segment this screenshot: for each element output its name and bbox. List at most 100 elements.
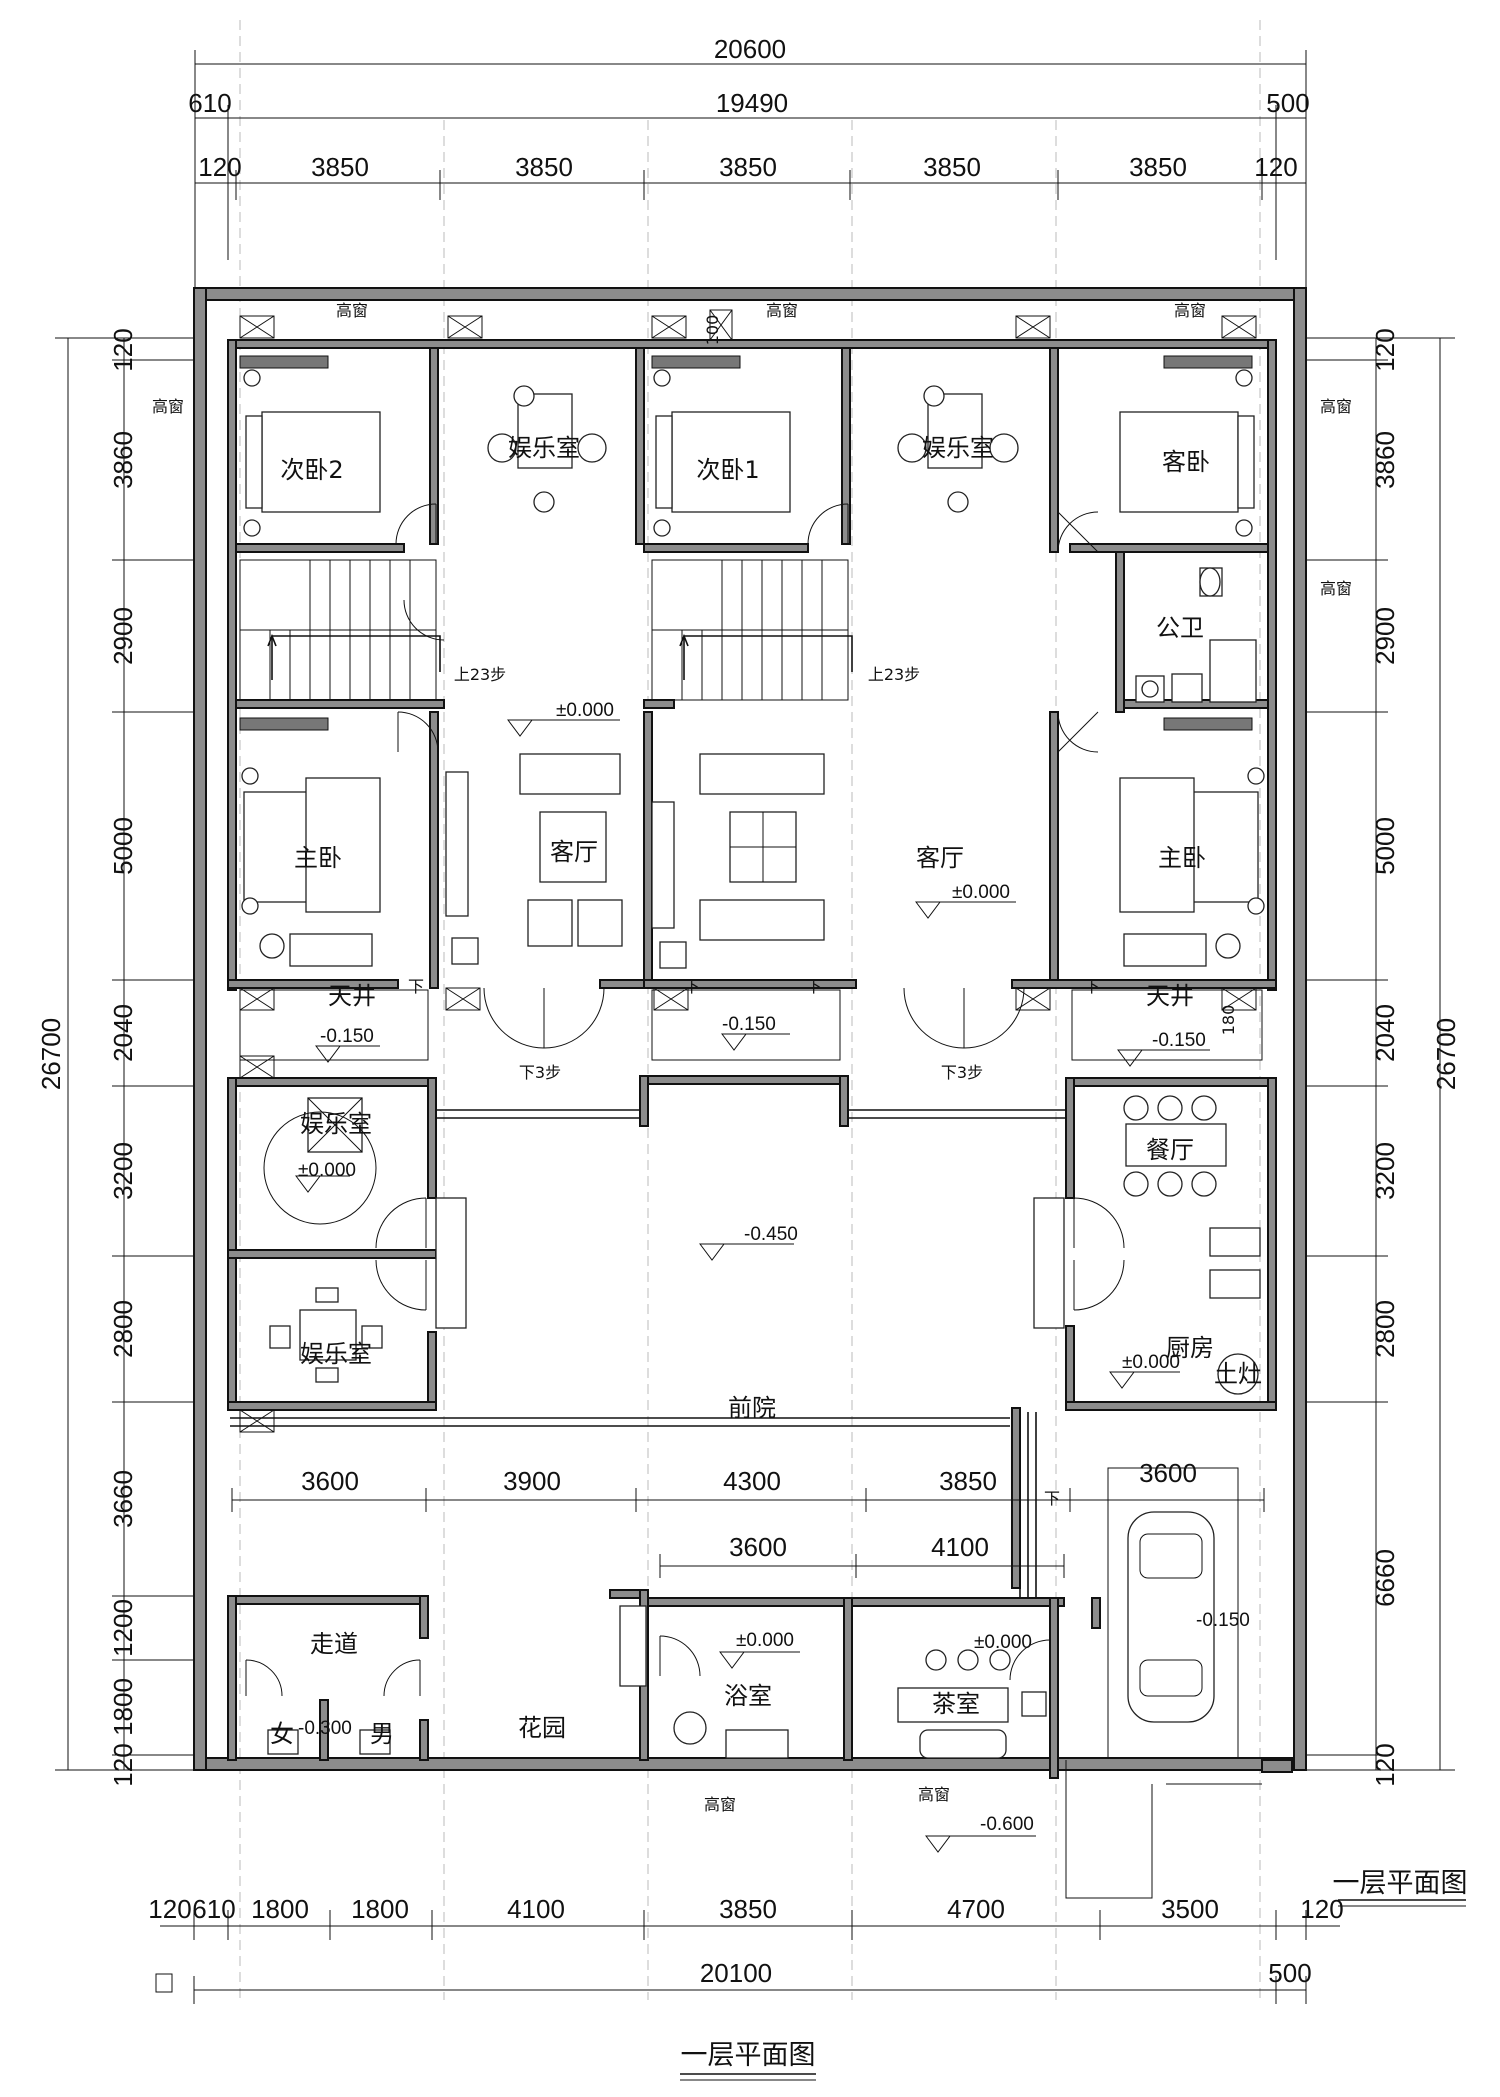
level-entry: -0.150 <box>722 1014 776 1035</box>
furniture-living <box>445 385 1019 969</box>
notes: 高窗 高窗 高窗 高窗 高窗 高窗 高窗 高窗 上23步 上23步 下 下 下 … <box>152 301 1352 1814</box>
room-labels: 次卧2 娱乐室 次卧1 娱乐室 客卧 公卫 主卧 客厅 客厅 主卧 天井 天井 … <box>270 434 1262 1748</box>
dim-bottom-7: 4700 <box>947 1894 1005 1924</box>
dim-left-9: 1200 <box>108 1599 138 1657</box>
dim-bottom-5: 4100 <box>507 1894 565 1924</box>
dim-inner-4: 3850 <box>939 1466 997 1496</box>
right-dimensions: 120 3860 2900 5000 2040 3200 2800 6660 1… <box>1300 328 1461 1787</box>
dim-bottom-2: 610 <box>192 1894 235 1924</box>
label-ent-c: 娱乐室 <box>300 1110 372 1138</box>
dim-left-5: 2040 <box>108 1004 138 1062</box>
dim-left-10: 1800 <box>108 1678 138 1736</box>
stair-left <box>239 559 441 701</box>
dim-right-1: 120 <box>1370 328 1400 371</box>
furniture-bath-tea <box>267 1649 1047 1759</box>
dim-bay-3: 3850 <box>515 152 573 182</box>
dim-top-right-offset: 500 <box>1266 88 1309 118</box>
furniture-wc <box>1135 567 1257 703</box>
label-master-r: 主卧 <box>1158 844 1206 872</box>
dim-bay-5: 3850 <box>923 152 981 182</box>
label-ent-a: 娱乐室 <box>508 434 580 462</box>
dim-right-7: 2800 <box>1370 1300 1400 1358</box>
dim-right-8: 6660 <box>1370 1549 1400 1607</box>
dim-inner-5: 3600 <box>1139 1458 1197 1488</box>
note-down-5: 下 <box>1044 1489 1060 1508</box>
level-courtyard: -0.450 <box>744 1224 798 1245</box>
stair-right <box>651 559 853 701</box>
bottom-dimensions: 120 610 1800 1800 4100 3850 4700 3500 12… <box>148 1894 1344 2004</box>
level-light-well-r: -0.150 <box>1152 1030 1206 1051</box>
level-tea: ±0.000 <box>974 1632 1032 1653</box>
note-down-3-r: 下3步 <box>941 1063 983 1082</box>
note-high-window-8: 高窗 <box>918 1785 950 1804</box>
dim-left-1: 120 <box>108 328 138 371</box>
dim-right-6: 3200 <box>1370 1142 1400 1200</box>
level-ent-c: ±0.000 <box>298 1160 356 1181</box>
left-dimensions: 120 3860 2900 5000 2040 3200 2800 3660 1… <box>36 328 200 1787</box>
level-bath: ±0.000 <box>736 1630 794 1651</box>
furniture-dining <box>1123 1095 1261 1395</box>
dim-bay-7: 120 <box>1254 152 1297 182</box>
furniture-ent-mid <box>263 1097 383 1383</box>
dim-inner-3: 4300 <box>723 1466 781 1496</box>
dim-top-total: 20600 <box>714 34 786 64</box>
dim-inner-2: 3900 <box>503 1466 561 1496</box>
label-guest: 客卧 <box>1162 448 1210 476</box>
label-courtyard: 前院 <box>728 1394 776 1422</box>
note-high-window-2: 高窗 <box>766 301 798 320</box>
label-garden: 花园 <box>518 1714 566 1742</box>
level-wc: -0.300 <box>298 1718 352 1739</box>
titles: 一层平面图 一层平面图 <box>155 1868 1468 2081</box>
dim-bottom-total: 20100 <box>700 1958 772 1988</box>
note-dim-100: 100 <box>703 315 722 346</box>
dim-bay-1: 120 <box>198 152 241 182</box>
dim-bay-6: 3850 <box>1129 152 1187 182</box>
dim-left-7: 2800 <box>108 1300 138 1358</box>
label-wc: 公卫 <box>1156 614 1204 642</box>
dim-bottom-4: 1800 <box>351 1894 409 1924</box>
dim-bay-2: 3850 <box>311 152 369 182</box>
level-living-r: ±0.000 <box>952 882 1010 903</box>
furniture-beds <box>239 355 1265 967</box>
drawing-title-right: 一层平面图 <box>1333 1868 1468 1899</box>
dim-right-9: 120 <box>1370 1743 1400 1786</box>
inner-dimensions: 3600 3900 4300 3850 3600 3600 4100 <box>231 1458 1265 1578</box>
dim-left-11: 120 <box>108 1743 138 1786</box>
level-markers: ±0.000 ±0.000 -0.150 -0.150 -0.150 ±0.00… <box>295 700 1250 1853</box>
interior-walls <box>227 339 1293 1779</box>
note-up-23-l: 上23步 <box>454 665 506 684</box>
dim-left-2: 3860 <box>108 431 138 489</box>
level-outdoor: -0.600 <box>980 1814 1034 1835</box>
outer-walls <box>193 287 1307 1771</box>
dim-bay-4: 3850 <box>719 152 777 182</box>
doors <box>245 503 1125 1697</box>
dim-inner-6: 3600 <box>729 1532 787 1562</box>
level-light-well-l: -0.150 <box>320 1026 374 1047</box>
label-male: 男 <box>370 1720 394 1748</box>
dim-right-5: 2040 <box>1370 1004 1400 1062</box>
drawing-title-bottom: 一层平面图 <box>681 2040 816 2071</box>
note-down-3: 下 <box>806 977 822 996</box>
garage-car <box>1065 1467 1262 1899</box>
note-down-4: 下 <box>1084 977 1100 996</box>
label-light-well-r: 天井 <box>1146 982 1194 1010</box>
note-dim-180: 180 <box>1219 1005 1238 1036</box>
dim-right-3: 2900 <box>1370 607 1400 665</box>
label-female: 女 <box>270 1720 294 1748</box>
top-dimensions: 20600 610 19490 500 120 3850 3850 3850 3… <box>188 34 1310 290</box>
dim-left-4: 5000 <box>108 817 138 875</box>
level-kitchen: ±0.000 <box>1122 1352 1180 1373</box>
dim-inner-7: 4100 <box>931 1532 989 1562</box>
level-living-l: ±0.000 <box>556 700 614 721</box>
note-up-23-r: 上23步 <box>868 665 920 684</box>
dim-bottom-6: 3850 <box>719 1894 777 1924</box>
label-bed1: 次卧1 <box>696 456 759 484</box>
dim-left-total: 26700 <box>36 1018 66 1090</box>
label-living-l: 客厅 <box>550 838 598 866</box>
label-kitchen: 厨房 <box>1166 1334 1214 1362</box>
courtyard-lines <box>230 1109 1066 1687</box>
label-ent-b: 娱乐室 <box>922 434 994 462</box>
label-tea: 茶室 <box>932 1690 980 1718</box>
light-wells <box>239 989 1263 1061</box>
